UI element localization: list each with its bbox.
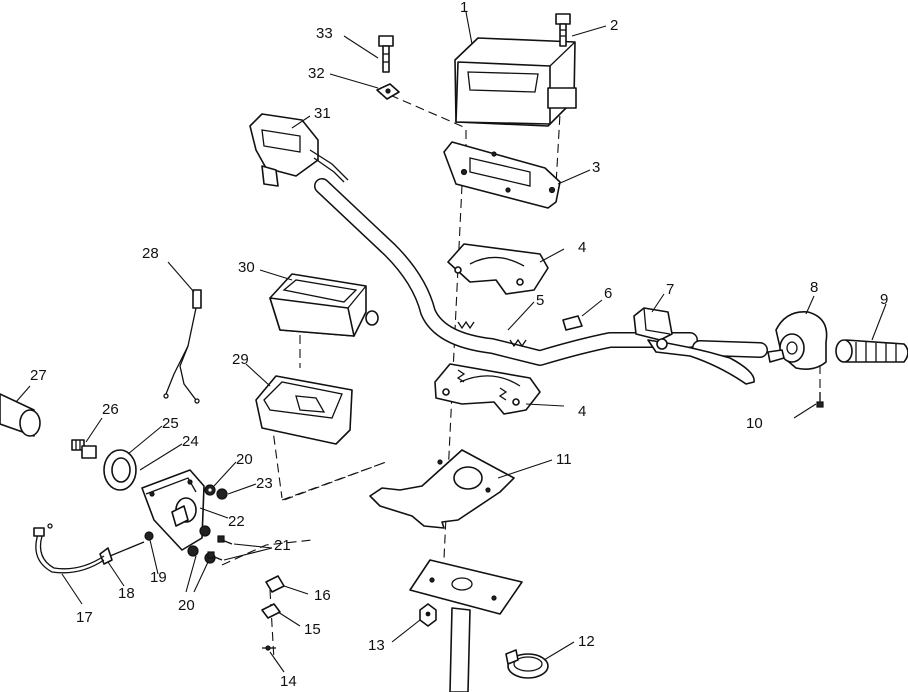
part-28-wire-harness	[163, 289, 202, 404]
callout-1: 1	[460, 0, 468, 16]
part-13-nut	[419, 603, 437, 627]
part-20-nut-upper	[204, 484, 216, 496]
part-10-screw	[816, 392, 824, 408]
part-11-mounting-bracket	[369, 449, 515, 529]
part-31-switch-housing	[249, 113, 349, 187]
callout-11: 11	[556, 451, 572, 468]
callout-19: 19	[150, 569, 167, 586]
part-30-speedometer	[269, 273, 379, 337]
callout-15: 15	[304, 621, 321, 638]
part-2-screw	[555, 13, 571, 47]
callout-25: 25	[162, 415, 179, 432]
callout-4-lower: 4	[578, 403, 586, 420]
part-19-washer	[144, 531, 154, 541]
callout-20-upper: 20	[236, 451, 253, 468]
callout-13: 13	[368, 637, 385, 654]
part-14-pin	[262, 645, 276, 651]
callout-5: 5	[536, 292, 544, 309]
part-32-washer	[376, 83, 400, 100]
leader-lines	[15, 11, 887, 673]
callout-18: 18	[118, 585, 135, 602]
callout-20-lower: 20	[178, 597, 195, 614]
callout-2: 2	[610, 17, 618, 34]
part-27-cable-end	[0, 393, 41, 437]
part-22-knob	[171, 497, 197, 527]
part-5-handlebar	[314, 178, 768, 366]
callout-labels: 1 2 33 32 31 3 4 5 6 7 8 9 10 4 11 12 13…	[30, 0, 888, 690]
callout-10: 10	[746, 415, 763, 432]
part-8-throttle-housing	[767, 311, 828, 370]
callout-6: 6	[604, 285, 612, 302]
callout-28: 28	[142, 245, 159, 262]
callout-9: 9	[880, 291, 888, 308]
callout-12: 12	[578, 633, 595, 650]
part-1-handlebar-cover	[454, 37, 577, 127]
part-21-screws	[207, 535, 233, 561]
callout-7: 7	[666, 281, 674, 298]
part-33-bolt	[378, 35, 394, 73]
part-26-fitting	[71, 439, 97, 459]
part-4-lower-clamp	[434, 363, 541, 415]
part-15-clamp	[261, 603, 281, 619]
part-3-upper-clamp-plate	[443, 141, 561, 209]
callout-21: 21	[274, 537, 291, 554]
part-18-retainer	[99, 541, 145, 565]
part-12-hose-clamp	[505, 649, 549, 679]
callout-31: 31	[314, 105, 331, 122]
part-16-clip	[265, 575, 285, 593]
callout-24: 24	[182, 433, 199, 450]
callout-26: 26	[102, 401, 119, 418]
callout-3: 3	[592, 159, 600, 176]
callout-27: 27	[30, 367, 47, 384]
part-7-brake-lever	[633, 307, 755, 385]
callout-17: 17	[76, 609, 93, 626]
part-23-nut	[216, 488, 228, 500]
callout-8: 8	[810, 279, 818, 296]
callout-4-upper: 4	[578, 239, 586, 256]
steering-post	[409, 559, 523, 692]
callout-33: 33	[316, 25, 333, 42]
part-29-speedometer-bezel	[255, 375, 353, 445]
part-4-upper-clamp	[447, 243, 549, 295]
callout-30: 30	[238, 259, 255, 276]
callout-29: 29	[232, 351, 249, 368]
part-17-cable	[33, 523, 105, 574]
callout-14: 14	[280, 673, 297, 690]
callout-32: 32	[308, 65, 325, 82]
callout-23: 23	[256, 475, 273, 492]
part-6-plug	[562, 315, 583, 331]
part-24-control-housing	[141, 469, 205, 551]
part-9-grip	[835, 339, 908, 363]
callout-16: 16	[314, 587, 331, 604]
part-25-ring	[103, 449, 137, 491]
callout-22: 22	[228, 513, 245, 530]
